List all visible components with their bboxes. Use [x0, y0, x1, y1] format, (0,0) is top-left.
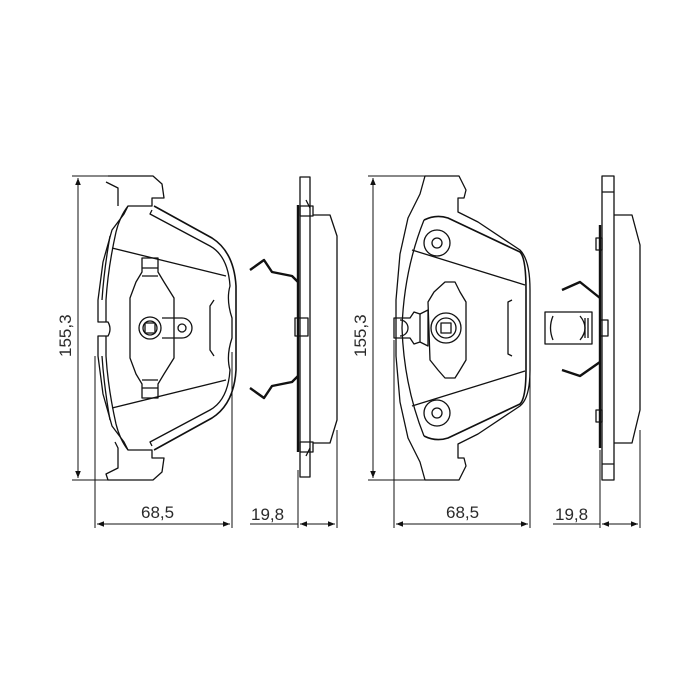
pad-2-front-view — [393, 175, 531, 481]
pad-1-height-label: 155,3 — [56, 314, 75, 357]
pad-1-width-label: 68,5 — [141, 503, 175, 522]
pad-2-thickness-label: 19,8 — [555, 505, 589, 524]
pad-1-thickness-label: 19,8 — [251, 505, 285, 524]
dimension-lines — [72, 175, 641, 528]
pad-2-side-view — [544, 175, 641, 481]
pad-1-side-view — [249, 176, 338, 478]
pad-1-front-view — [97, 175, 237, 481]
pad-2-width-label: 68,5 — [446, 503, 480, 522]
pad-2-height-label: 155,3 — [351, 314, 370, 357]
